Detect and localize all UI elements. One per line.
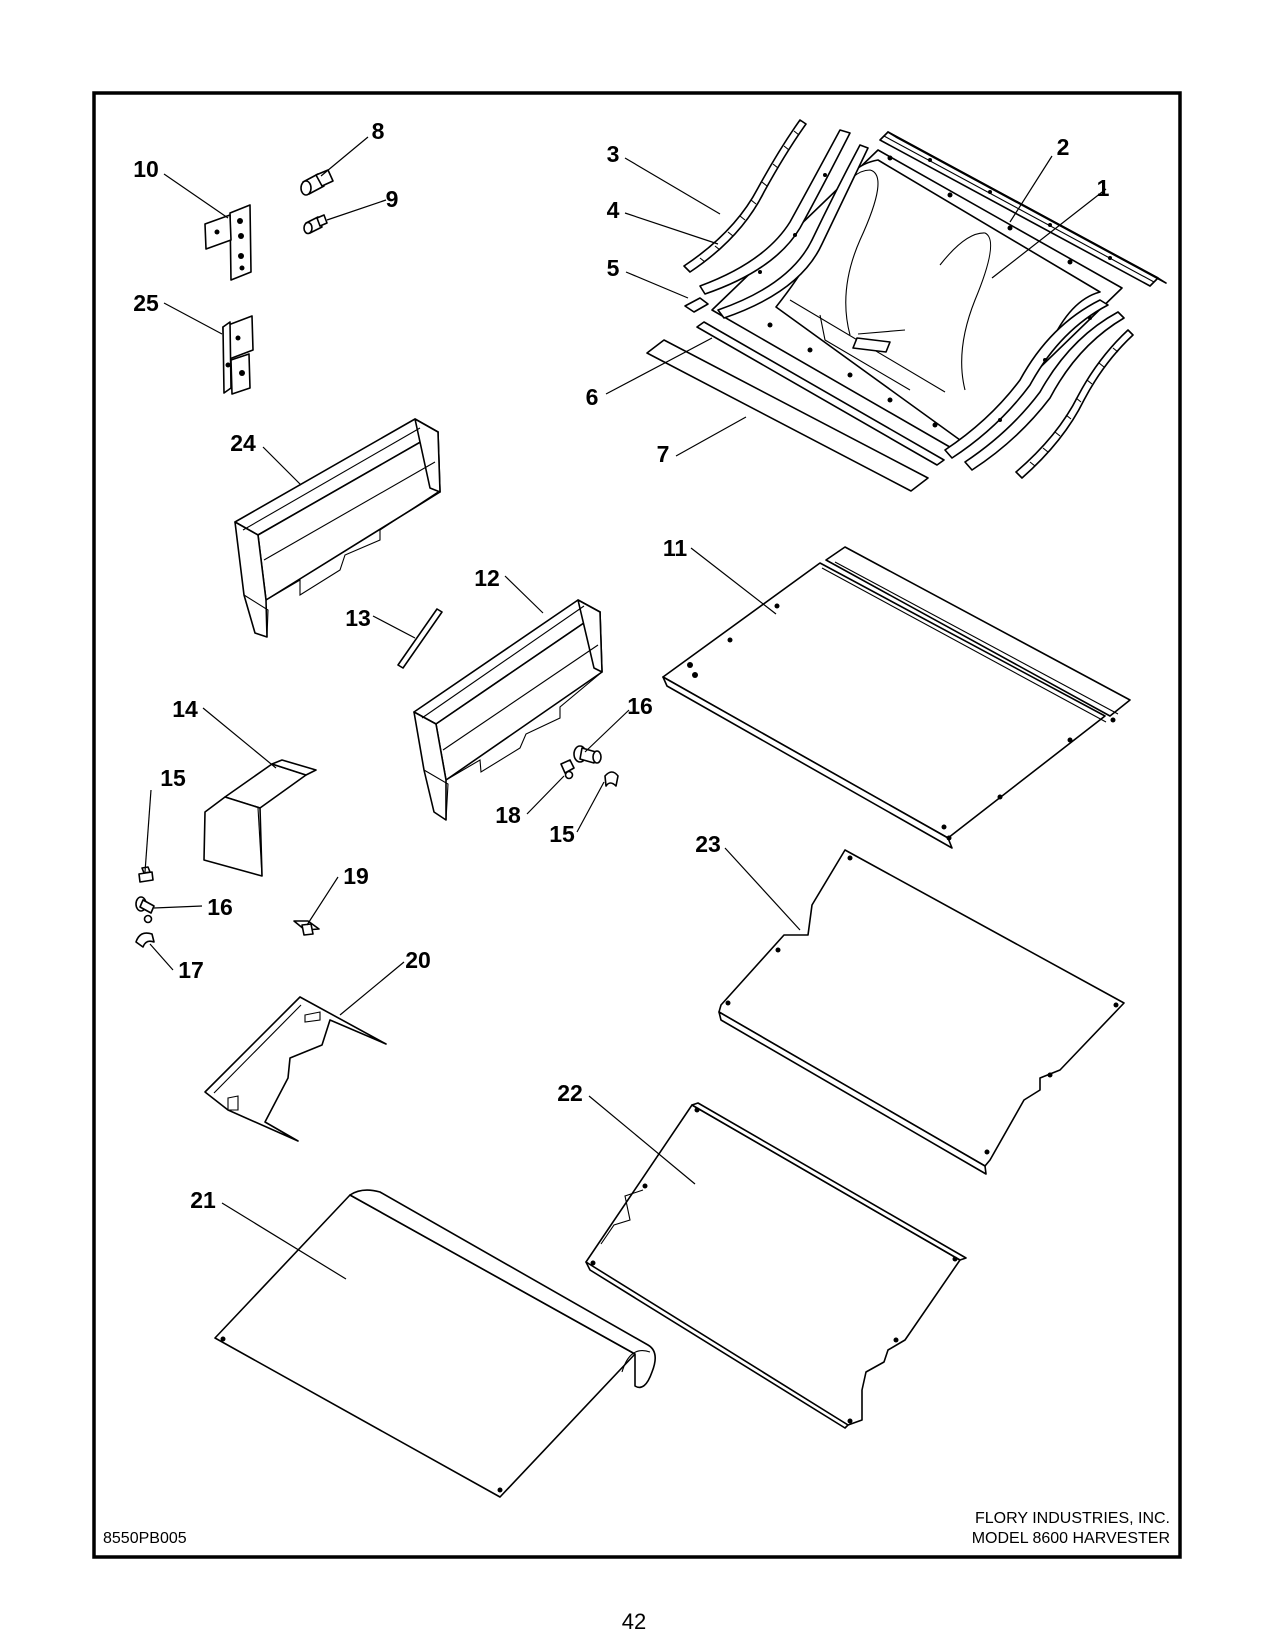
callout-15-center: 15 (549, 821, 575, 847)
model-name: MODEL 8600 HARVESTER (972, 1530, 1170, 1547)
callout-22: 22 (557, 1080, 583, 1106)
callout-5: 5 (607, 255, 620, 281)
callout-2: 2 (1057, 134, 1070, 160)
part-25-angle-bracket (222, 315, 254, 395)
part-24-trough (234, 418, 441, 638)
callout-19: 19 (343, 863, 369, 889)
part-2-hinge-strip (879, 131, 1167, 287)
callout-16-left: 16 (207, 894, 233, 920)
part-22-panel (585, 1102, 967, 1429)
part-15-clip-left (138, 866, 154, 883)
callout-14: 14 (172, 696, 198, 722)
callout-18: 18 (495, 802, 521, 828)
callout-23: 23 (695, 831, 721, 857)
callout-10: 10 (133, 156, 159, 182)
callout-9: 9 (386, 186, 399, 212)
callout-15-left: 15 (160, 765, 186, 791)
part-6-bar (696, 321, 945, 466)
callout-20: 20 (405, 947, 431, 973)
callout-16-center: 16 (627, 693, 653, 719)
callout-1: 1 (1097, 175, 1110, 201)
part-10-plate (204, 204, 252, 281)
part-15-clip-center (604, 771, 619, 787)
callout-4: 4 (607, 197, 620, 223)
part-11-tray (662, 546, 1131, 849)
part-3-chain-left (683, 119, 807, 273)
part-4-curved-strip (699, 129, 869, 319)
part-1-frame (711, 149, 1123, 451)
callout-labels: 1 2 3 4 5 6 7 8 9 10 11 12 13 14 15 15 1… (133, 118, 1109, 1213)
part-21-sheet (214, 1189, 656, 1498)
part-12-trough (413, 599, 603, 821)
callout-24: 24 (230, 430, 256, 456)
callout-7: 7 (657, 441, 670, 467)
page-number: 42 (622, 1609, 646, 1634)
callout-6: 6 (586, 384, 599, 410)
callout-8: 8 (372, 118, 385, 144)
callout-3: 3 (607, 141, 620, 167)
part-19-hinge (293, 920, 320, 936)
part-14-cover (203, 759, 317, 877)
part-16-latch-left (135, 896, 155, 924)
leader-lines (144, 136, 1107, 1280)
callout-25: 25 (133, 290, 159, 316)
part-7-strip (646, 339, 929, 492)
part-16-latch-center (573, 745, 602, 764)
company-name: FLORY INDUSTRIES, INC. (975, 1510, 1170, 1527)
callout-13: 13 (345, 605, 371, 631)
drawing-frame (92, 91, 1182, 1559)
part-3-chain-right (1015, 329, 1134, 479)
part-9-fitting (303, 214, 328, 235)
part-18-latch-pin (560, 759, 575, 780)
callout-11: 11 (663, 535, 688, 561)
callout-21: 21 (190, 1187, 216, 1213)
part-23-panel (718, 849, 1125, 1175)
callout-12: 12 (474, 565, 500, 591)
drawing-number: 8550PB005 (103, 1530, 187, 1547)
part-13-rod (397, 608, 443, 669)
part-8-fitting (300, 169, 334, 196)
part-17-hook (135, 932, 155, 948)
part-5-curved-strip (684, 297, 1125, 471)
part-20-guard (204, 996, 387, 1142)
callout-17: 17 (178, 957, 204, 983)
